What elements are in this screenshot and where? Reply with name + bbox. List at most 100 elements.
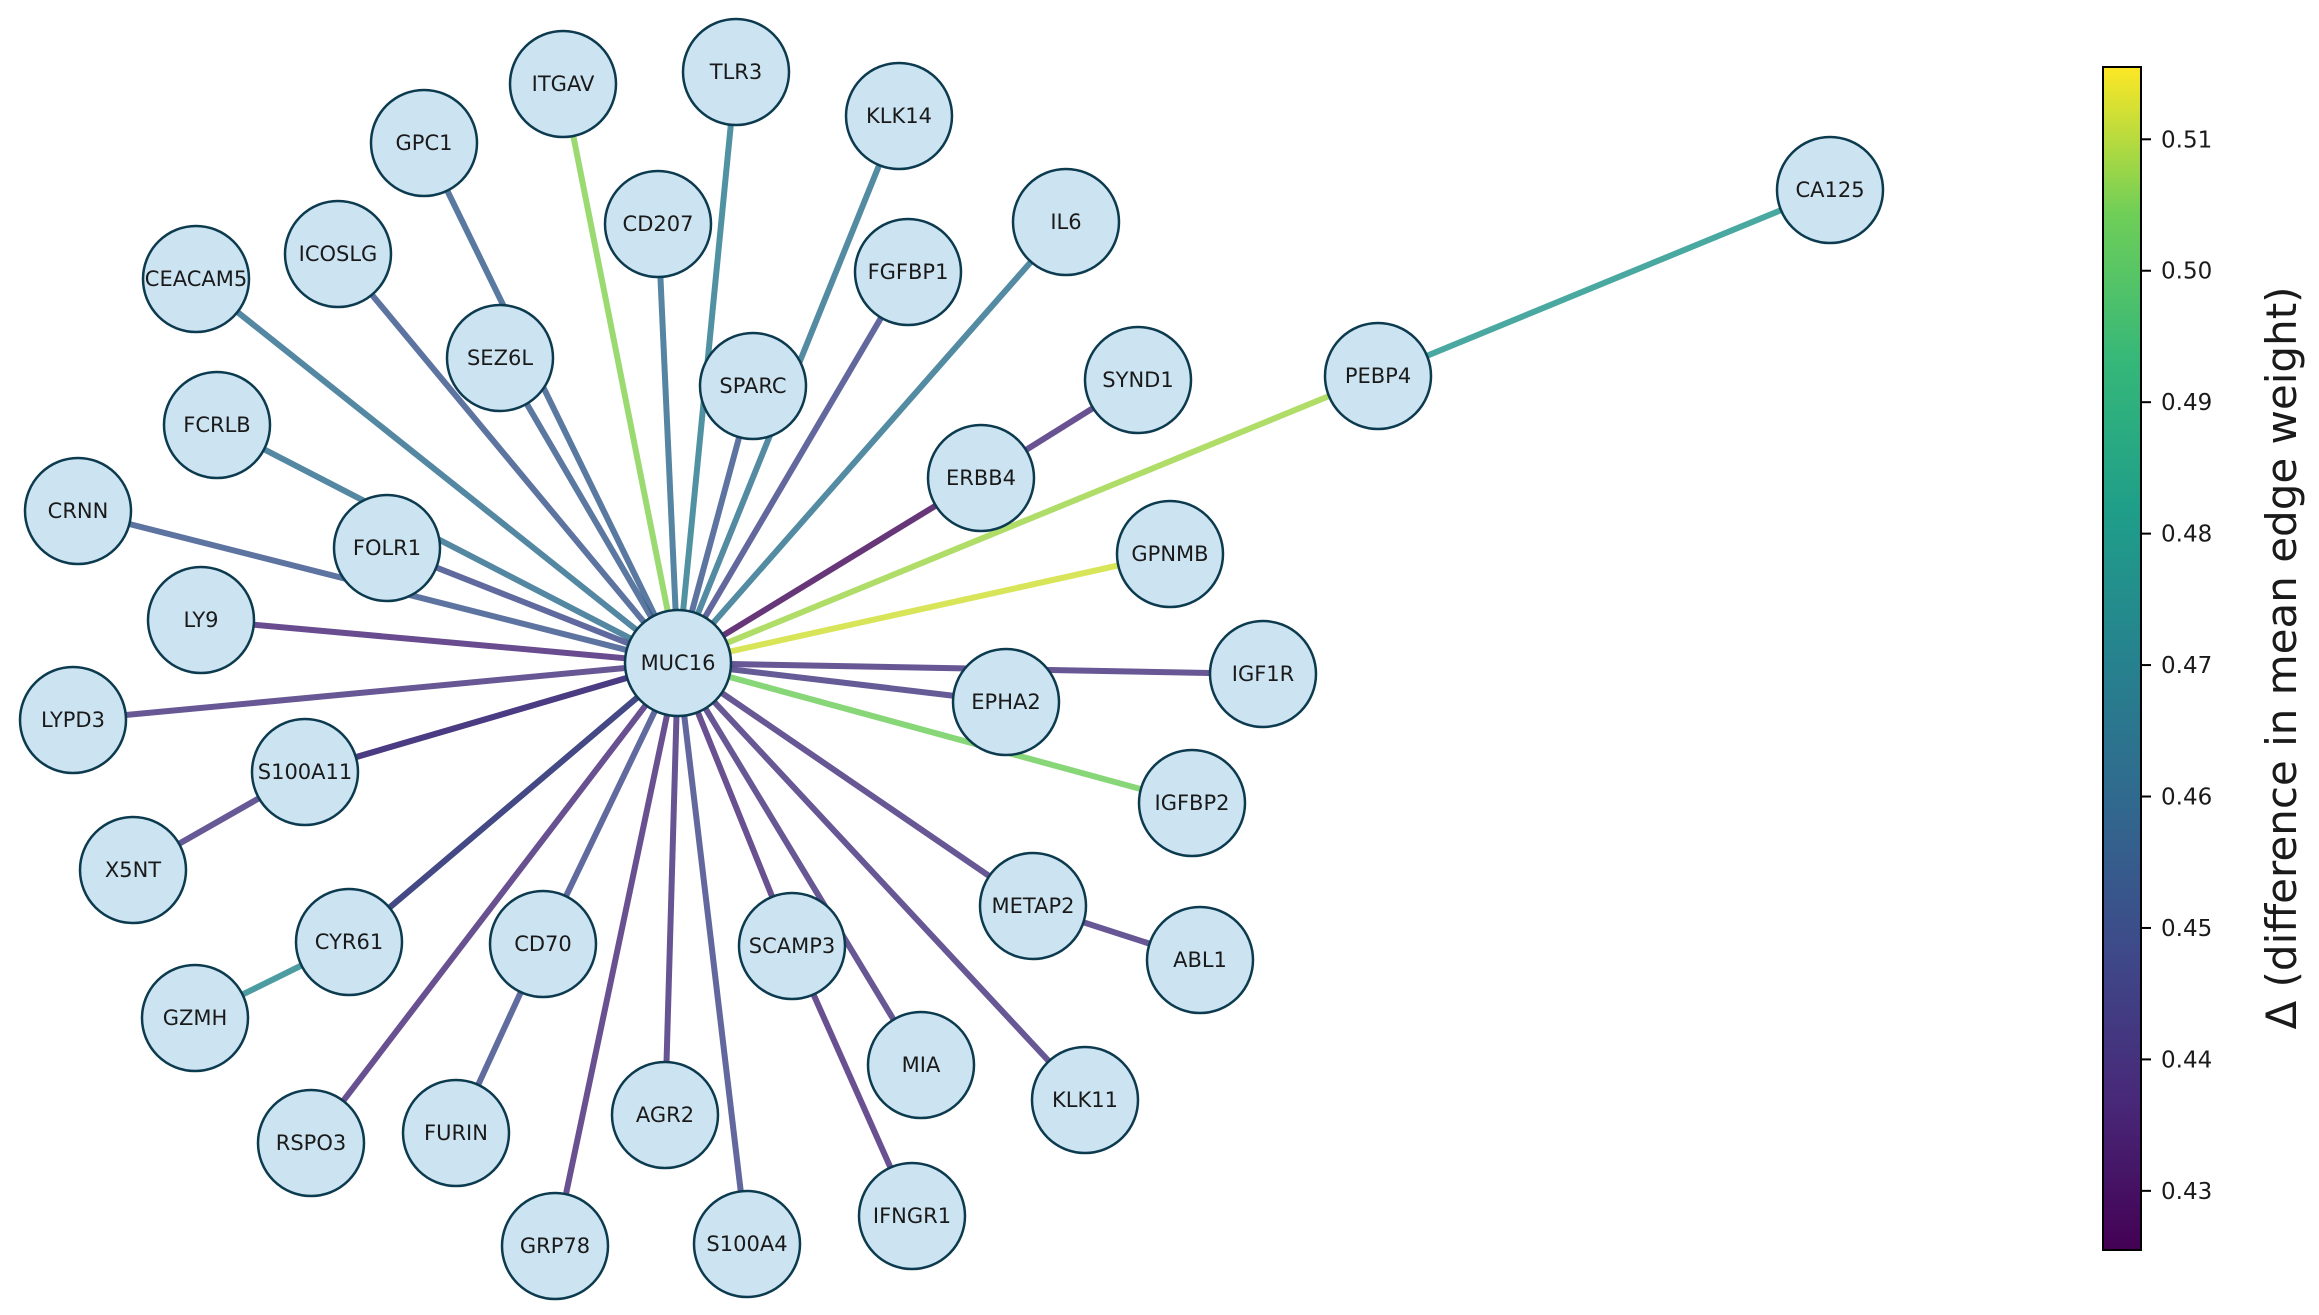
colorbar-tick-label: 0.44 [2161,1047,2212,1073]
node-label: GRP78 [520,1234,590,1258]
edge-muc16-mia [675,661,924,1067]
edge-pebp4-ca125 [1376,187,1832,379]
node-circle [1137,748,1247,858]
node-circle [681,17,791,127]
edge-muc16-ceacam5 [194,276,680,666]
node-label: ABL1 [1173,948,1227,972]
node-label: RSPO3 [276,1131,346,1155]
node-circle [623,608,733,718]
node-circle [1145,905,1255,1015]
node-circle [23,456,133,566]
node-circle [369,88,479,198]
node-label: S100A11 [258,760,353,784]
node-scamp3: SCAMP3 [737,891,847,1001]
node-il6: IL6 [1011,167,1121,277]
edge-muc16-s100a4 [675,662,750,1245]
edge-muc16-il6 [675,220,1069,665]
edge-muc16-rspo3 [308,661,681,1145]
node-label: AGR2 [636,1103,694,1127]
node-metap2: METAP2 [978,851,1088,961]
node-ifngr1: IFNGR1 [857,1161,967,1271]
node-circle [256,1088,366,1198]
node-circle [1208,619,1318,729]
node-circle [866,1010,976,1120]
edge-muc16-gpc1 [421,141,681,665]
node-label: LYPD3 [41,708,105,732]
node-label: IGFBP2 [1155,791,1230,815]
edge-muc16-fgfbp1 [675,270,911,665]
node-circle [844,61,954,171]
node-label: FURIN [424,1121,488,1145]
node-circle [610,1060,720,1170]
node-abl1: ABL1 [1145,905,1255,1015]
node-circle [737,891,847,1001]
node-s100a4: S100A4 [692,1189,802,1299]
node-circle [1323,321,1433,431]
node-label: IFNGR1 [873,1204,951,1228]
node-folr1: FOLR1 [332,493,442,603]
colorbar-tick-label: 0.46 [2161,785,2212,811]
colorbar-tick-label: 0.43 [2161,1179,2212,1205]
node-gzmh: GZMH [140,963,250,1073]
node-label: ERBB4 [946,466,1016,490]
node-klk11: KLK11 [1030,1045,1140,1155]
node-label: SEZ6L [467,346,533,370]
node-ca125: CA125 [1775,135,1885,245]
edge-muc16-cd207 [655,223,681,664]
node-icoslg: ICOSLG [283,199,393,309]
node-label: S100A4 [706,1232,787,1256]
node-label: CA125 [1795,178,1864,202]
node-label: LY9 [183,608,218,632]
edge-muc16-igfbp2 [677,660,1193,806]
node-label: MUC16 [641,651,716,675]
node-label: SPARC [719,374,786,398]
colorbar-gradient [2102,66,2142,1251]
colorbar-tick-label: 0.50 [2161,259,2212,285]
node-circle [162,370,272,480]
node-label: ITGAV [532,72,595,96]
node-circle [926,423,1036,533]
node-circle [445,303,555,413]
edge-muc16-cyr61 [347,660,680,945]
node-circle [951,647,1061,757]
node-circle [146,565,256,675]
node-label: GZMH [163,1006,228,1030]
node-circle [857,1161,967,1271]
node-igf1r: IGF1R [1208,619,1318,729]
node-circle [78,815,188,925]
node-circle [18,665,128,775]
node-circle [401,1078,511,1188]
edge-muc16-itgav [560,83,681,664]
node-pebp4: PEBP4 [1323,321,1433,431]
edge-muc16-gpnmb [677,551,1171,666]
edge-muc16-icoslg [335,252,681,665]
node-lypd3: LYPD3 [18,665,128,775]
node-agr2: AGR2 [610,1060,720,1170]
node-grp78: GRP78 [500,1191,610,1301]
node-s100a11: S100A11 [250,717,360,827]
node-label: SCAMP3 [749,934,836,958]
node-label: FOLR1 [353,536,421,560]
node-erbb4: ERBB4 [926,423,1036,533]
colorbar-tick-label: 0.45 [2161,916,2212,942]
node-gpnmb: GPNMB [1115,499,1225,609]
node-label: CD207 [623,212,694,236]
node-label: TLR3 [709,60,762,84]
node-label: CD70 [514,932,572,956]
node-label: GPNMB [1131,542,1208,566]
node-circle [294,887,404,997]
node-klk14: KLK14 [844,61,954,171]
node-circle [508,29,618,139]
node-sparc: SPARC [698,331,808,441]
node-label: MIA [902,1053,941,1077]
node-circle [140,963,250,1073]
node-label: PEBP4 [1345,364,1411,388]
node-label: KLK14 [866,104,932,128]
edge-muc16-s100a11 [304,660,679,775]
node-label: CYR61 [315,930,383,954]
colorbar-tick-label: 0.49 [2161,390,2212,416]
edge-muc16-erbb4 [676,475,983,666]
node-muc16: MUC16 [623,608,733,718]
node-circle [332,493,442,603]
colorbar-tick-label: 0.51 [2161,127,2212,153]
